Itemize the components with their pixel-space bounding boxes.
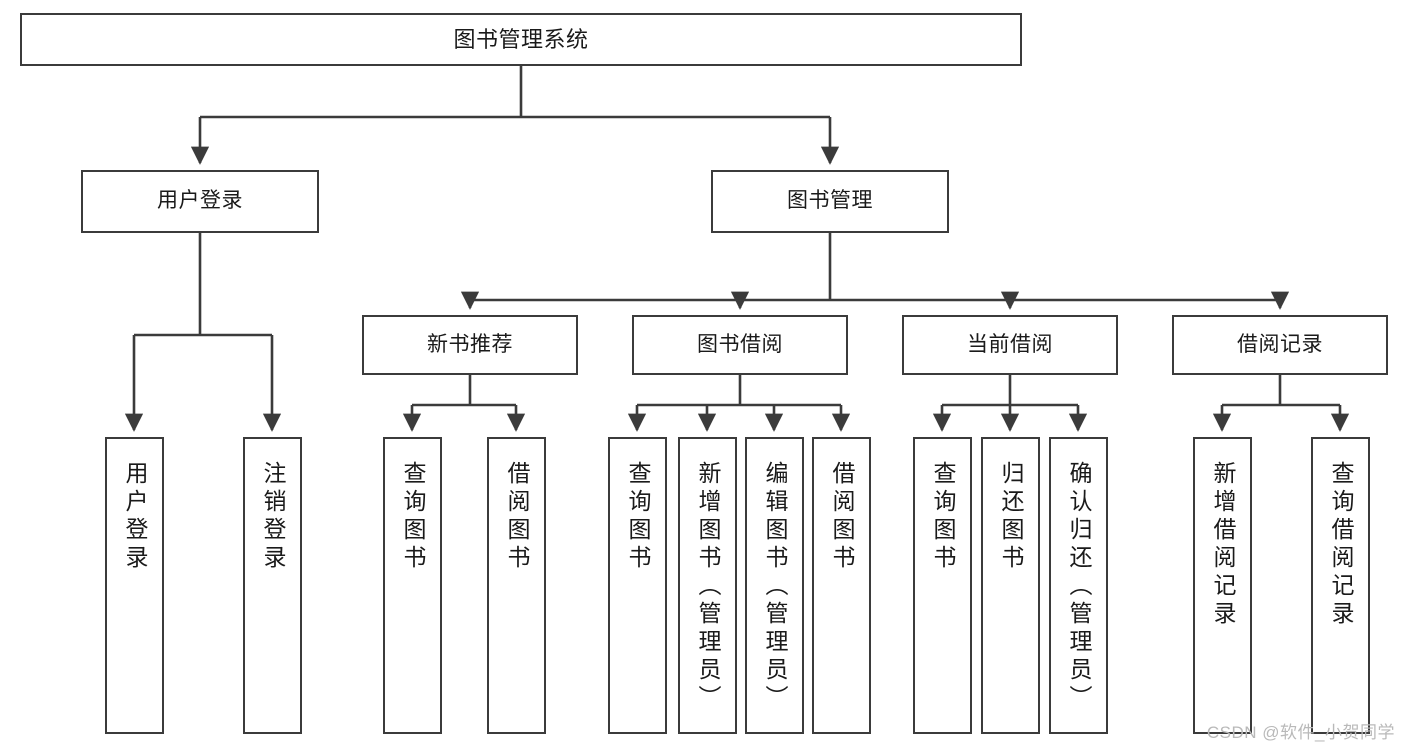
node-label: 归还图书: [998, 461, 1024, 573]
leaf-user-login[interactable]: 用户登录: [105, 437, 164, 734]
node-label: 借阅图书: [504, 461, 530, 573]
node-label: 确认归还（管理员）: [1066, 461, 1092, 713]
node-label: 图书借阅: [697, 332, 783, 356]
node-book-management-system[interactable]: 图书管理系统: [20, 13, 1022, 66]
node-label: 查询借阅记录: [1328, 461, 1354, 629]
node-label: 用户登录: [122, 461, 148, 573]
node-label: 新增图书（管理员）: [695, 461, 721, 713]
leaf-add-borrow-record[interactable]: 新增借阅记录: [1193, 437, 1252, 734]
node-label: 查询图书: [625, 461, 651, 573]
node-label: 查询图书: [400, 461, 426, 573]
leaf-query-book-borrow[interactable]: 查询图书: [608, 437, 667, 734]
node-user-login[interactable]: 用户登录: [81, 170, 319, 233]
node-label: 新书推荐: [427, 332, 513, 356]
node-label: 新增借阅记录: [1210, 461, 1236, 629]
node-book-borrow[interactable]: 图书借阅: [632, 315, 848, 375]
node-label: 图书管理: [787, 189, 873, 213]
leaf-confirm-return-admin[interactable]: 确认归还（管理员）: [1049, 437, 1108, 734]
node-new-book-recommend[interactable]: 新书推荐: [362, 315, 578, 375]
node-label: 借阅记录: [1237, 332, 1323, 356]
node-label: 编辑图书（管理员）: [762, 461, 788, 713]
node-label: 查询图书: [930, 461, 956, 573]
leaf-borrow-book[interactable]: 借阅图书: [812, 437, 871, 734]
leaf-borrow-book-recommend[interactable]: 借阅图书: [487, 437, 546, 734]
leaf-query-borrow-record[interactable]: 查询借阅记录: [1311, 437, 1370, 734]
node-borrow-record[interactable]: 借阅记录: [1172, 315, 1388, 375]
leaf-return-book[interactable]: 归还图书: [981, 437, 1040, 734]
leaf-query-book-current[interactable]: 查询图书: [913, 437, 972, 734]
node-label: 注销登录: [260, 461, 286, 573]
node-current-borrow[interactable]: 当前借阅: [902, 315, 1118, 375]
leaf-query-book-recommend[interactable]: 查询图书: [383, 437, 442, 734]
node-book-management[interactable]: 图书管理: [711, 170, 949, 233]
node-label: 借阅图书: [829, 461, 855, 573]
leaf-edit-book-admin[interactable]: 编辑图书（管理员）: [745, 437, 804, 734]
node-label: 当前借阅: [967, 332, 1053, 356]
node-label: 图书管理系统: [453, 26, 589, 52]
node-label: 用户登录: [157, 189, 243, 213]
leaf-logout[interactable]: 注销登录: [243, 437, 302, 734]
leaf-add-book-admin[interactable]: 新增图书（管理员）: [678, 437, 737, 734]
